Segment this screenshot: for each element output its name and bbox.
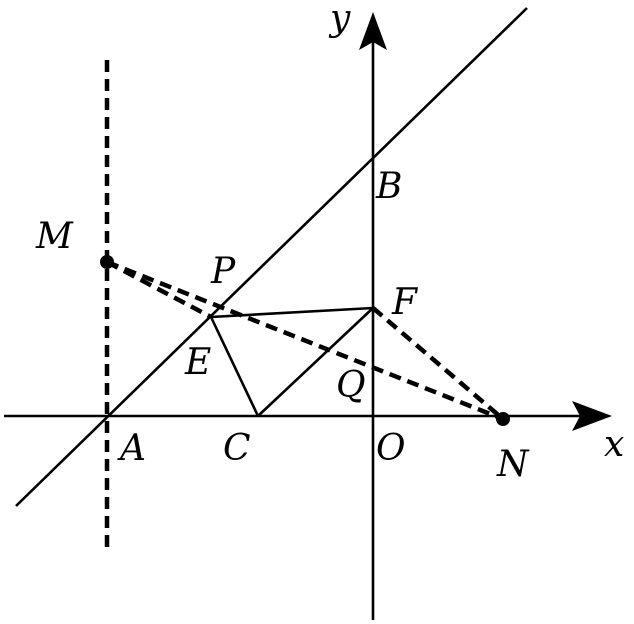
label-point-m: M — [35, 216, 74, 257]
label-point-f: F — [391, 282, 419, 323]
label-point-p: P — [210, 251, 236, 292]
x-axis-arrow — [572, 401, 612, 431]
label-point-a: A — [117, 428, 146, 469]
label-point-e: E — [184, 342, 211, 383]
point-m-dot — [100, 255, 114, 269]
label-point-q: Q — [336, 365, 366, 406]
axis-label-y: y — [328, 0, 351, 39]
label-point-o: O — [376, 428, 406, 469]
label-point-n: N — [496, 444, 530, 485]
axis-label-x: x — [604, 424, 624, 465]
segment-ec — [209, 316, 260, 417]
dashed-segment-mp — [105, 260, 213, 319]
dashed-segment-mn — [106, 259, 504, 422]
label-point-b: B — [375, 166, 402, 207]
segment-cf — [257, 307, 374, 417]
dashed-segment-fn — [371, 306, 505, 421]
point-n-dot — [496, 412, 510, 426]
label-point-c: C — [223, 428, 251, 469]
segment-ef — [210, 306, 374, 319]
line-ab — [15, 7, 528, 507]
y-axis-arrow — [359, 12, 387, 50]
